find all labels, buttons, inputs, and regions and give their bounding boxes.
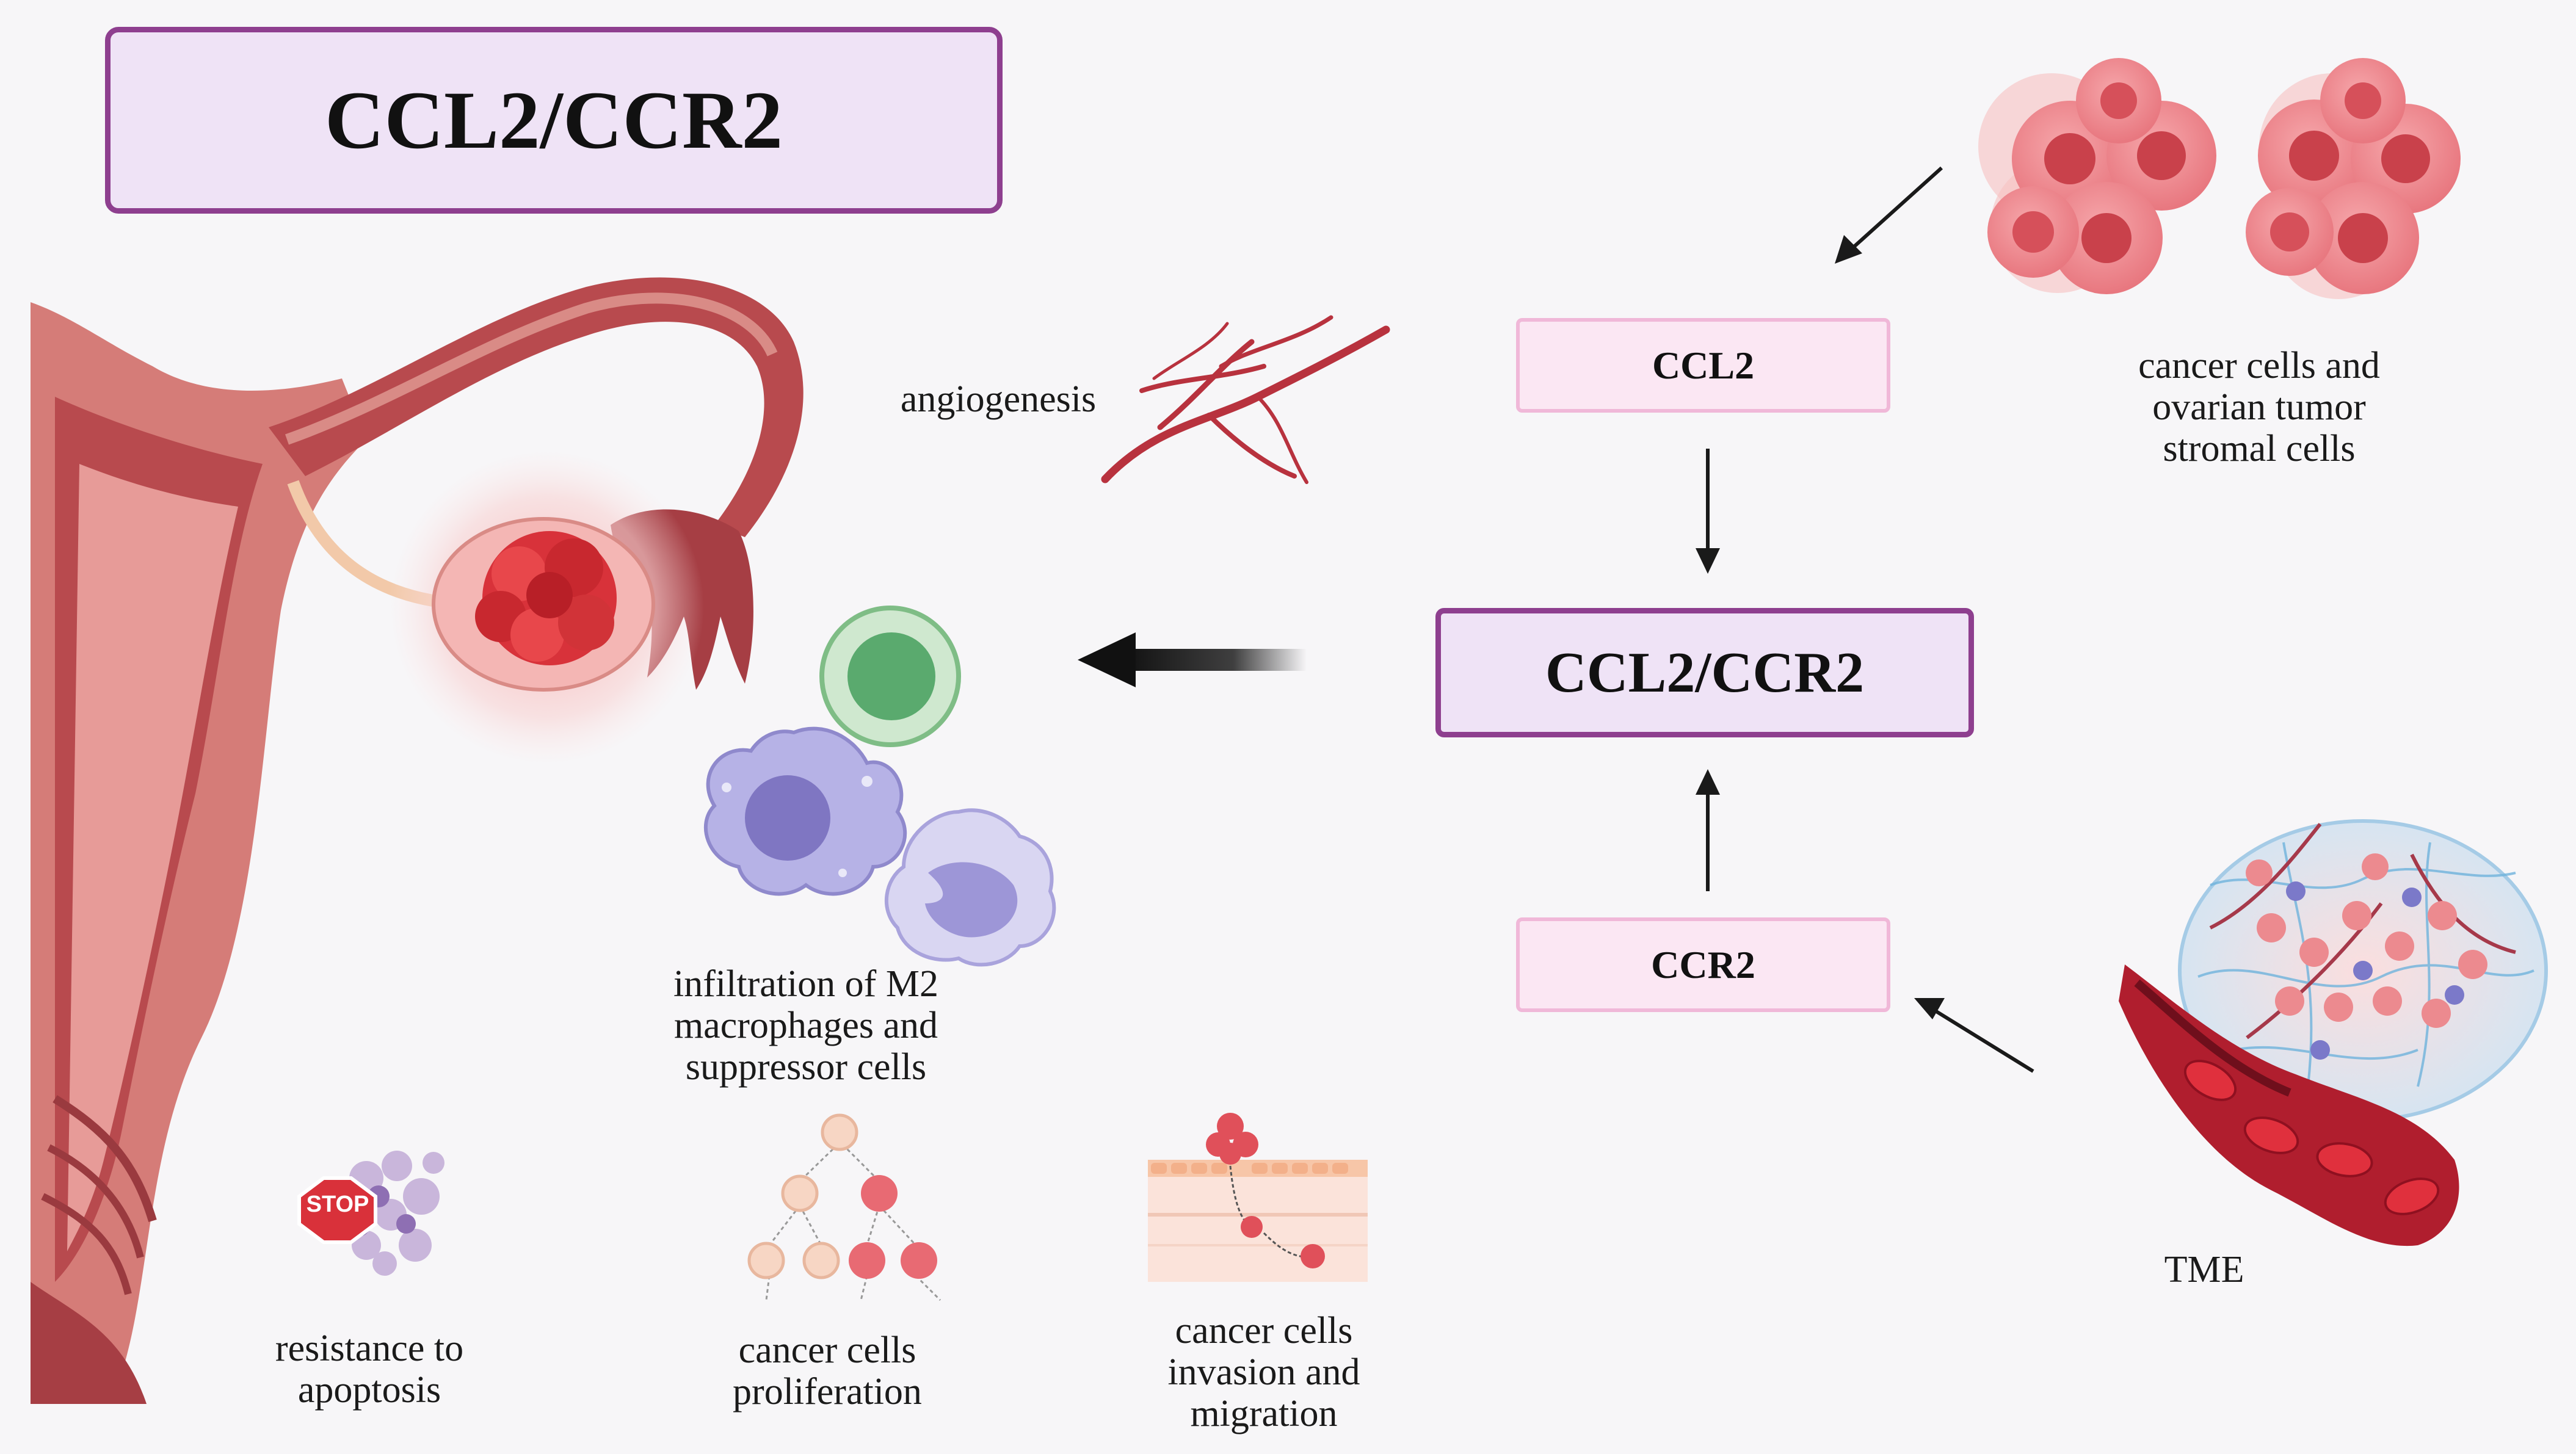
- cancer-sources-line-1: cancer cells and: [2138, 345, 2380, 386]
- apoptosis-line-2: apoptosis: [297, 1369, 441, 1411]
- immune-cells-icon: [703, 606, 1056, 967]
- cancer-sources-line-2: ovarian tumor: [2152, 386, 2366, 428]
- apoptosis-resistance-icon: [297, 1151, 444, 1276]
- ccr2-node: CCR2: [1516, 917, 1890, 1012]
- tme-blood-vessel-icon: [2119, 819, 2548, 1246]
- cancer-cell-clusters-icon: [1978, 58, 2461, 299]
- ccl2-ccr2-node: CCL2/CCR2: [1435, 608, 1974, 737]
- stop-sign-icon: STOP: [306, 1192, 369, 1217]
- proliferation-tree-icon: [747, 1113, 942, 1301]
- infiltration-line-3: suppressor cells: [685, 1046, 927, 1088]
- proliferation-line-1: cancer cells: [738, 1329, 916, 1371]
- ovarian-tumor-icon: [475, 531, 617, 665]
- tme-label: TME: [2164, 1249, 2244, 1290]
- connector-arrows: [1696, 166, 2034, 1073]
- cancer-sources-line-3: stromal cells: [2163, 428, 2356, 469]
- proliferation-label: cancer cells proliferation: [690, 1329, 965, 1412]
- ccl2-node: CCL2: [1516, 318, 1890, 413]
- cancer-sources-label: cancer cells and ovarian tumor stromal c…: [2009, 345, 2509, 469]
- invasion-line-3: migration: [1190, 1393, 1338, 1434]
- arrow-tme-to-ccr2: [1914, 998, 2034, 1073]
- page-title: CCL2/CCR2: [105, 27, 1003, 214]
- arrow-cancer-to-ccl2: [1835, 166, 1943, 264]
- angiogenesis-vessels-icon: [1101, 315, 1390, 484]
- infiltration-line-2: macrophages and: [673, 1005, 938, 1046]
- arrow-ccr2-to-complex: [1696, 769, 1720, 891]
- invasion-label: cancer cells invasion and migration: [1130, 1310, 1398, 1434]
- apoptosis-line-1: resistance to: [275, 1328, 464, 1369]
- infiltration-label: infiltration of M2 macrophages and suppr…: [623, 963, 989, 1088]
- angiogenesis-label: angiogenesis: [900, 378, 1097, 420]
- invasion-line-2: invasion and: [1167, 1351, 1360, 1393]
- big-left-arrow: [1078, 632, 1307, 687]
- invasion-line-1: cancer cells: [1175, 1310, 1353, 1351]
- arrow-ccl2-to-complex: [1696, 449, 1720, 574]
- proliferation-line-2: proliferation: [733, 1371, 922, 1412]
- infiltration-line-1: infiltration of M2: [673, 963, 938, 1005]
- invasion-migration-icon: [1148, 1113, 1368, 1282]
- uterus-illustration: [31, 277, 804, 1404]
- apoptosis-label: resistance to apoptosis: [232, 1328, 507, 1411]
